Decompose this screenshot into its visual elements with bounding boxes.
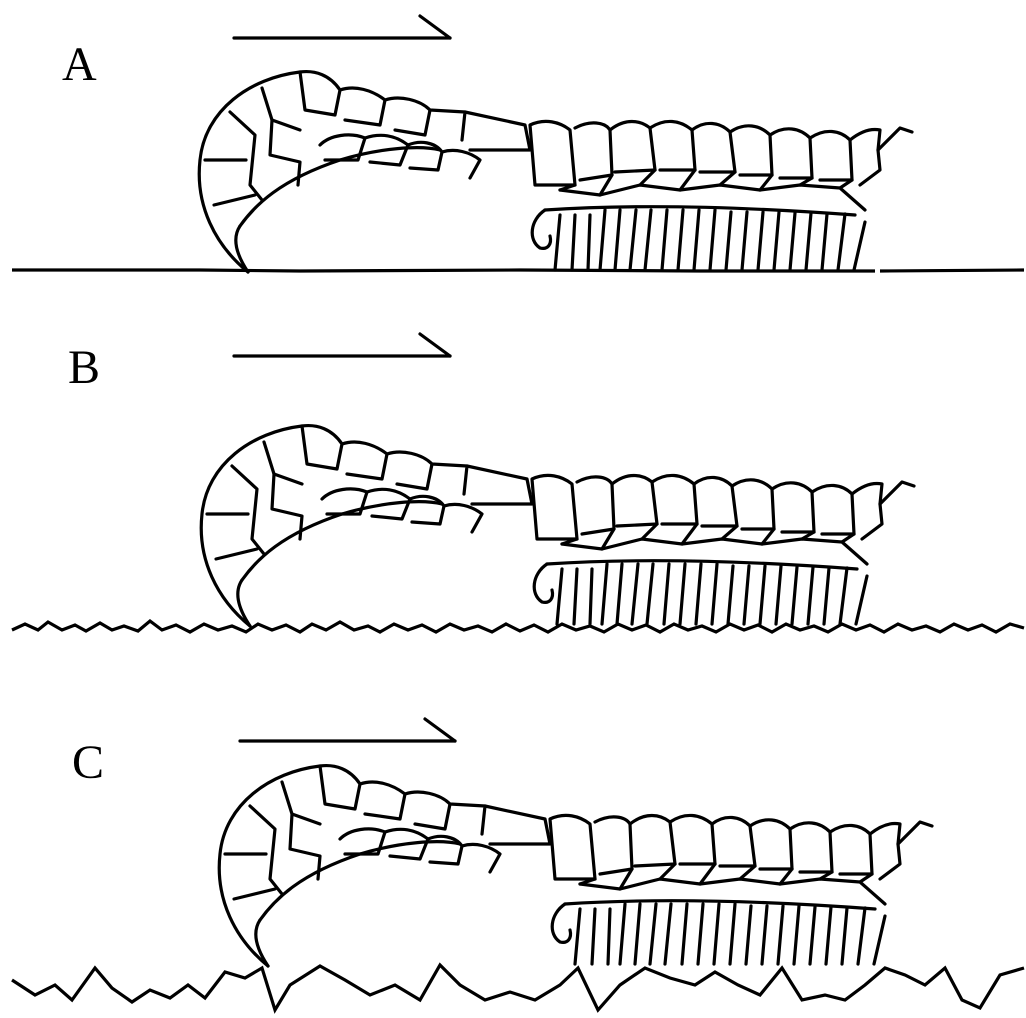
animal-drawing: [201, 426, 914, 626]
arrow-icon: [234, 334, 450, 356]
substrate-line-slightly-rough: [12, 621, 1024, 632]
panel-a: A: [12, 16, 1024, 272]
substrate-line-smooth: [12, 270, 1024, 271]
animal-drawing: [199, 72, 912, 272]
panel-c: C: [12, 719, 1024, 1010]
panel-b: B: [12, 334, 1024, 632]
panel-label-a: A: [62, 38, 97, 91]
arrow-icon: [240, 719, 455, 741]
arrow-icon: [234, 16, 450, 38]
panel-label-b: B: [68, 341, 100, 394]
substrate-line-very-rough: [12, 965, 1024, 1010]
panel-label-c: C: [72, 736, 104, 789]
animal-drawing: [219, 766, 932, 966]
